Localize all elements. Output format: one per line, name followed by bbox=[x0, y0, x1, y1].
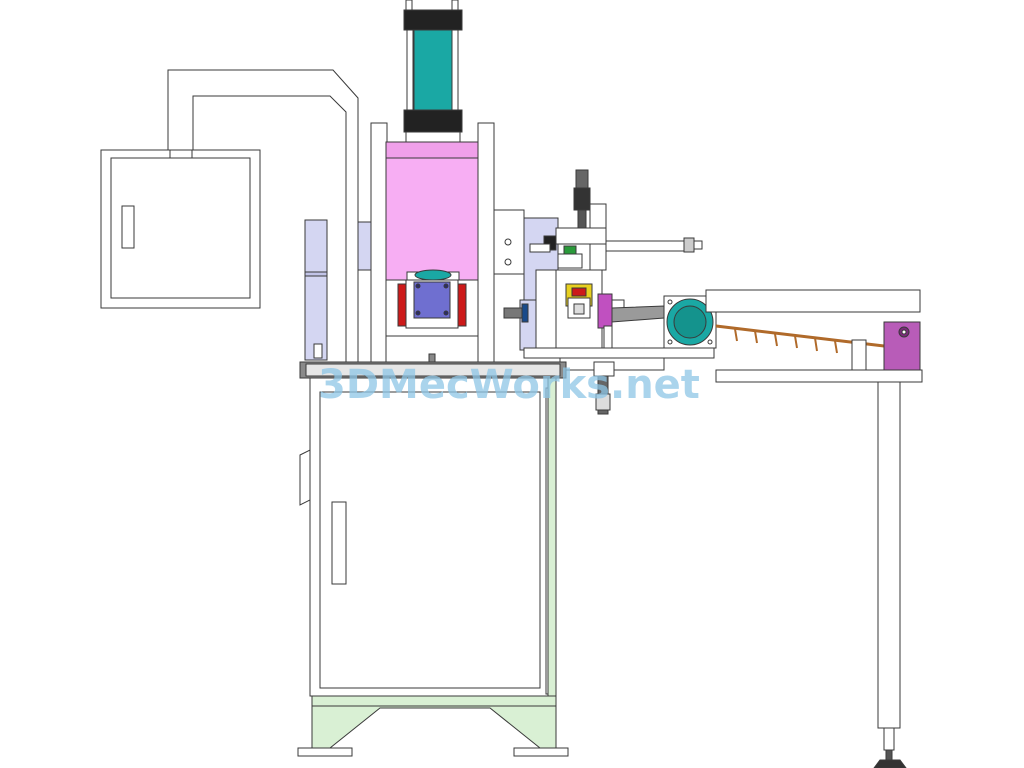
guide-rod bbox=[605, 237, 703, 253]
conveyor-rail bbox=[705, 289, 921, 357]
control-panel-handle bbox=[121, 205, 135, 249]
conveyor-end-block bbox=[883, 321, 921, 371]
upper-actuator bbox=[529, 169, 607, 271]
table-top bbox=[299, 361, 567, 379]
base-frame bbox=[297, 377, 569, 757]
hydraulic-cylinder bbox=[403, 0, 463, 145]
die-block bbox=[385, 279, 479, 363]
conveyor-table bbox=[715, 339, 923, 768]
cabinet-door-handle bbox=[331, 501, 347, 585]
press-frame bbox=[370, 122, 495, 364]
base-plate bbox=[523, 347, 715, 415]
side-guard-panel bbox=[304, 219, 373, 361]
feeder-arm bbox=[611, 305, 665, 323]
feeder-roll bbox=[663, 295, 717, 349]
terminal-clamp bbox=[555, 269, 625, 353]
feed-mechanism-guard bbox=[493, 209, 559, 353]
cabinet bbox=[299, 377, 557, 697]
press-ram-housing bbox=[385, 141, 479, 293]
